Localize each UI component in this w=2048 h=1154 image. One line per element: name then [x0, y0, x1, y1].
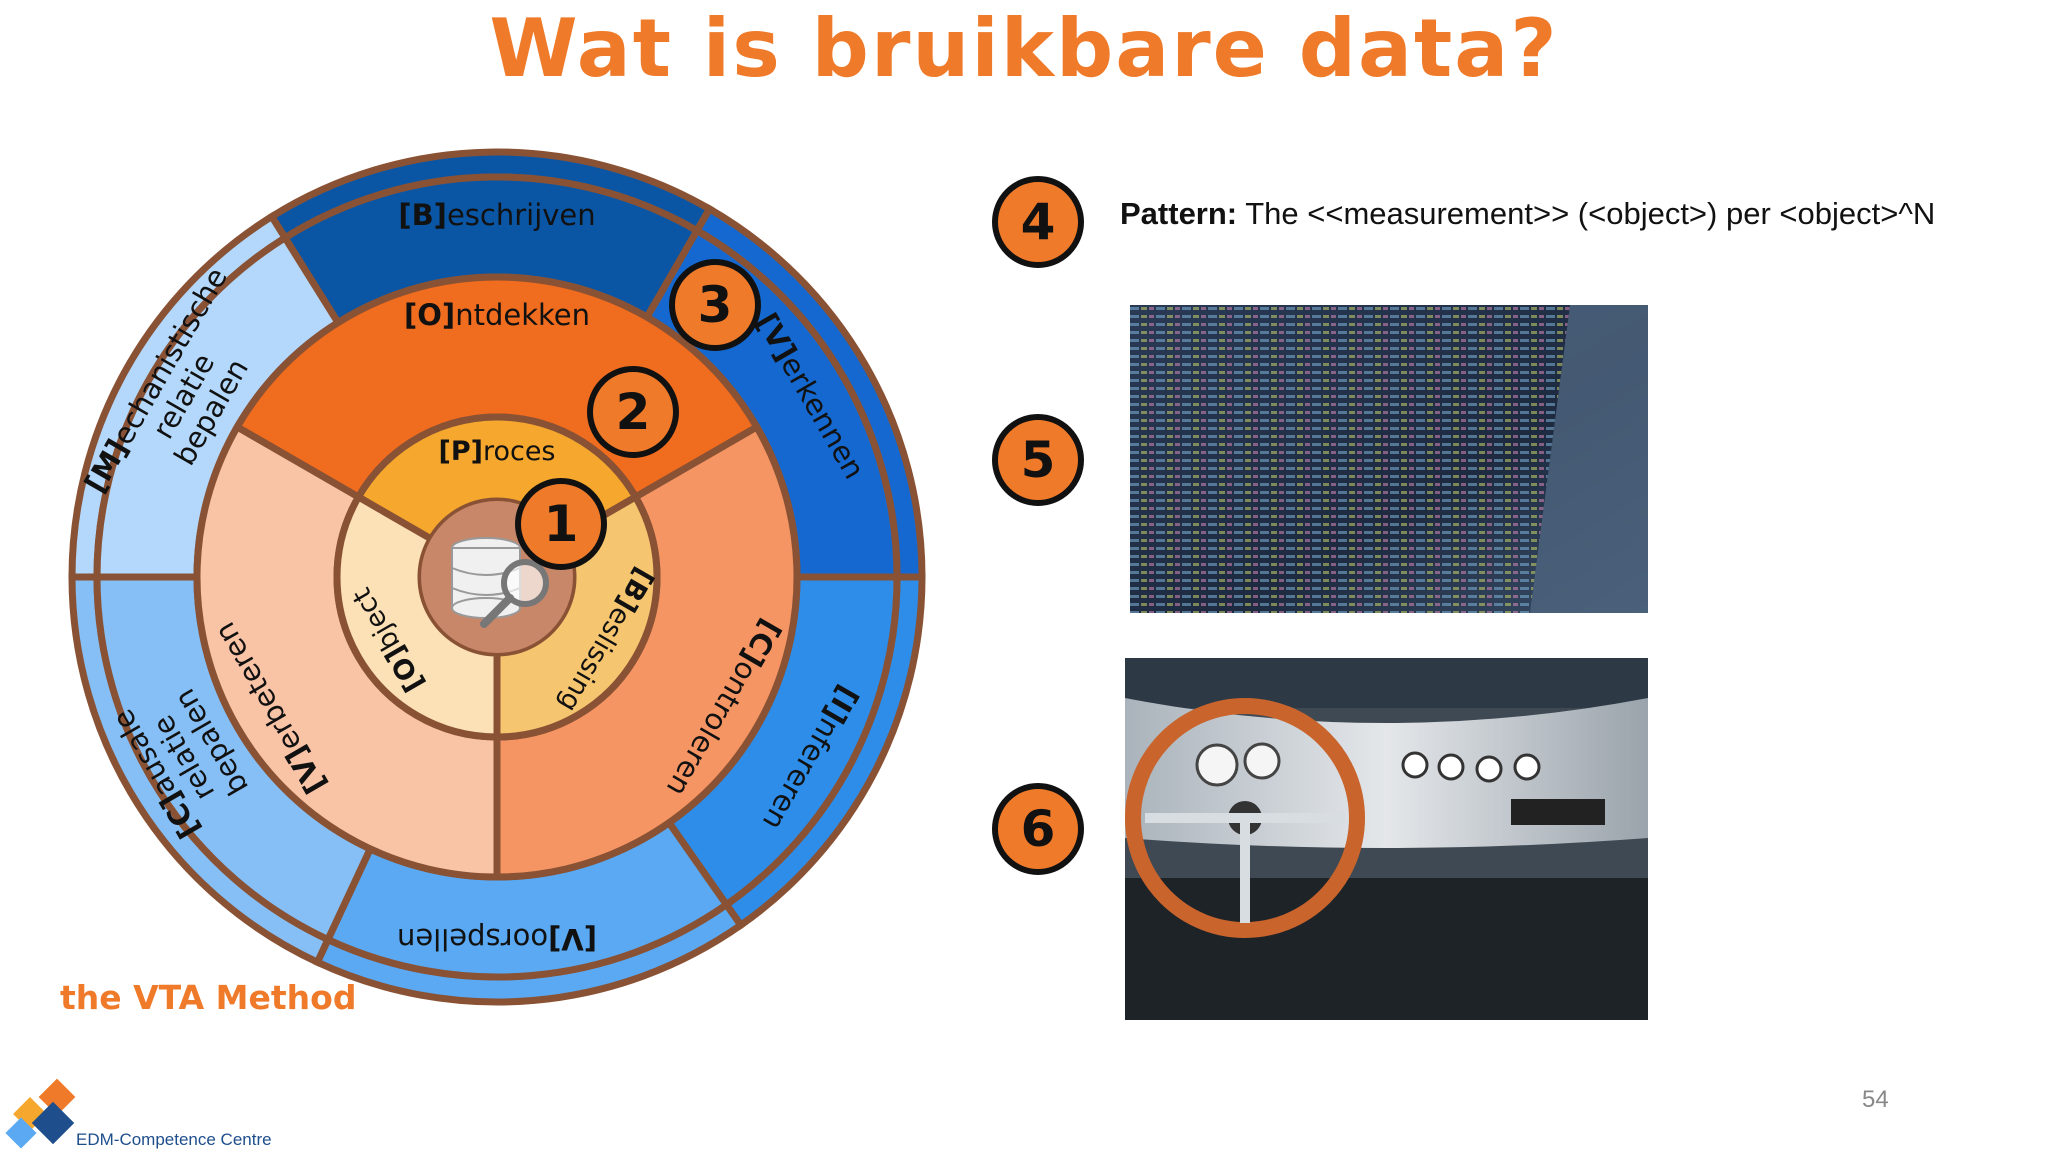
edm-logo-icon [5, 1078, 76, 1149]
outer-label-0: [B]eschrijven [398, 198, 595, 232]
inner-segment-2 [333, 492, 501, 741]
outer-label-3: [V]oorspellen [397, 922, 597, 956]
code-screen-photo [1130, 305, 1648, 613]
badge-3: 3 [669, 259, 761, 351]
brand-name: EDM-Competence Centre [76, 1130, 272, 1149]
car-dashboard-photo [1125, 658, 1648, 1020]
badge-5: 5 [992, 414, 1084, 506]
code-screen-image [1130, 305, 1648, 613]
pattern-label: Pattern: [1120, 196, 1238, 231]
inner-segment-1 [493, 492, 661, 741]
page-number: 54 [1862, 1086, 1889, 1113]
inner-label-0: [P]roces [438, 436, 555, 467]
pattern-value: The <<measurement>> (<object>) per <obje… [1245, 196, 1936, 231]
middle-label-0: [O]ntdekken [404, 298, 590, 332]
slide-title: Wat is bruikbare data? [489, 2, 1559, 95]
car-dashboard-image [1125, 658, 1648, 1020]
vta-wheel-diagram: [B]eschrijven[V]erkennen[I]nfereren[V]oo… [68, 148, 926, 1006]
badge-4: 4 [992, 176, 1084, 268]
method-label: the VTA Method [60, 978, 357, 1017]
badge-2: 2 [587, 366, 679, 458]
badge-1: 1 [515, 478, 607, 570]
pattern-text: Pattern: The <<measurement>> (<object>) … [1120, 196, 1935, 232]
badge-6: 6 [992, 783, 1084, 875]
